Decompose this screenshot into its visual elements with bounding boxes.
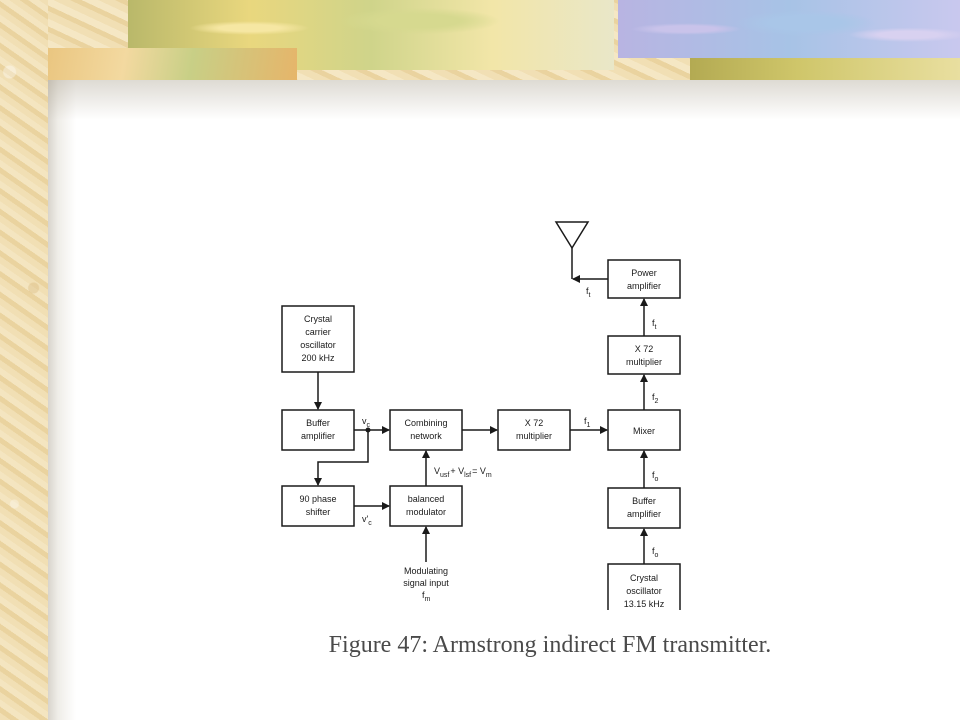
crystal-carrier-oscillator-block: Crystal carrier oscillator 200 kHz [281, 305, 355, 373]
crystal-carrier-line1: Crystal [304, 314, 332, 324]
antenna-icon [554, 221, 590, 279]
leaf-banner-left [32, 48, 297, 80]
crystal-right-line3: 13.15 kHz [624, 599, 665, 609]
x72-right-line2: multiplier [626, 357, 662, 367]
crystal-right-line1: Crystal [630, 573, 658, 583]
label-vc-prime: v'c [362, 514, 372, 527]
slide-top-shadow [48, 80, 960, 120]
combining-line1: Combining [404, 418, 447, 428]
flower-banner-right [618, 0, 960, 58]
power-amplifier-block: Power amplifier [607, 259, 681, 299]
label-sum-equation: Vusf+ Vlsf= Vm [434, 466, 492, 479]
balanced-line1: balanced [408, 494, 445, 504]
crystal-carrier-line3: oscillator [300, 340, 336, 350]
combining-network-block: Combining network [389, 409, 463, 451]
x72-mid-line1: X 72 [525, 418, 544, 428]
figure-caption: Figure 47: Armstrong indirect FM transmi… [328, 632, 772, 658]
combining-line2: network [410, 431, 442, 441]
phase-shifter-block: 90 phase shifter [281, 485, 355, 527]
junction-dot [365, 427, 371, 433]
crystal-oscillator-right-block: Crystal oscillator 13.15 kHz [607, 563, 681, 610]
label-ft-antenna: ft [586, 286, 591, 299]
buffer-right-line1: Buffer [632, 496, 656, 506]
phase-shifter-line2: shifter [306, 507, 331, 517]
label-f1: f1 [584, 416, 591, 429]
buffer-right-line2: amplifier [627, 509, 661, 519]
buffer-left-line2: amplifier [301, 431, 335, 441]
x72-multiplier-right-block: X 72 multiplier [607, 335, 681, 375]
balanced-modulator-block: balanced modulator [389, 485, 463, 527]
crystal-carrier-line4: 200 kHz [301, 353, 335, 363]
label-f2: f2 [652, 392, 659, 405]
x72-mid-line2: multiplier [516, 431, 552, 441]
crystal-carrier-line2: carrier [305, 327, 331, 337]
power-amp-line2: amplifier [627, 281, 661, 291]
label-fo-lower: fo [652, 546, 659, 559]
fm-transmitter-diagram: Crystal carrier oscillator 200 kHz Buffe… [281, 221, 681, 610]
crystal-right-line2: oscillator [626, 586, 662, 596]
parchment-left-strip [0, 0, 48, 720]
line-junction-to-phase-shifter [314, 430, 369, 486]
mixer-label: Mixer [633, 426, 655, 436]
label-fo-upper: fo [652, 470, 659, 483]
buffer-left-line1: Buffer [306, 418, 330, 428]
power-amp-line1: Power [631, 268, 657, 278]
x72-right-line1: X 72 [635, 344, 654, 354]
label-vc: vc [362, 416, 371, 429]
signal-labels: vc v'c Vusf+ Vlsf= Vm Modulating signal … [362, 286, 659, 603]
signal-lines [314, 275, 648, 564]
label-ft-upper: ft [652, 318, 657, 331]
label-fm: fm [422, 590, 431, 603]
label-mod-input-line1: Modulating [404, 566, 448, 576]
buffer-amplifier-right-block: Buffer amplifier [607, 487, 681, 529]
x72-multiplier-mid-block: X 72 multiplier [497, 409, 571, 451]
label-mod-input-line2: signal input [403, 578, 449, 588]
balanced-line2: modulator [406, 507, 446, 517]
mixer-block: Mixer [607, 409, 681, 451]
phase-shifter-line1: 90 phase [299, 494, 336, 504]
slide-panel [48, 80, 960, 720]
grass-banner-right [690, 58, 960, 80]
buffer-amplifier-left-block: Buffer amplifier [281, 409, 355, 451]
